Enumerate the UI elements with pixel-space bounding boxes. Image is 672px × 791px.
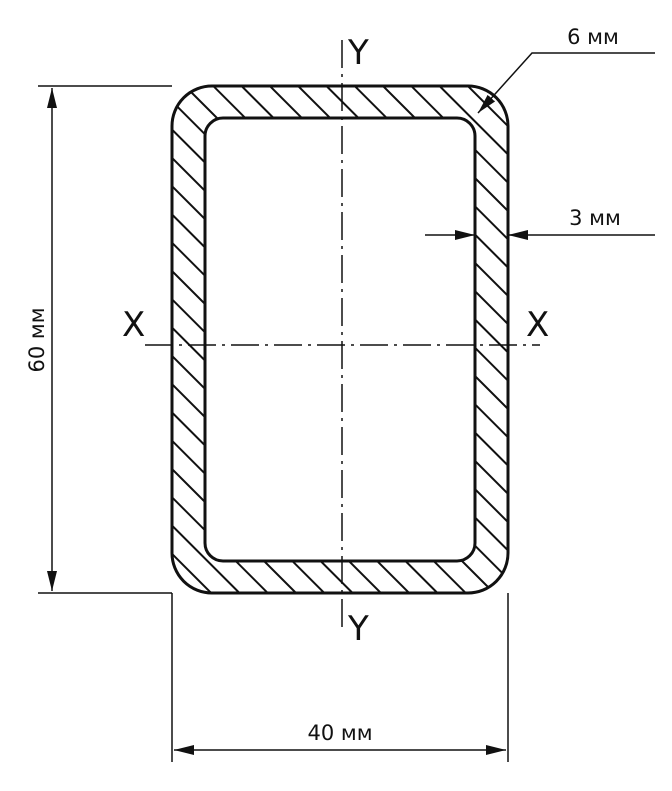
outer-contour	[170, 84, 510, 595]
axis-label-y-bottom: Y	[347, 609, 369, 649]
axis-label-x-left: X	[122, 305, 145, 345]
width-dimension	[171, 593, 509, 762]
axis-label-y-top: Y	[347, 33, 369, 73]
wall-thickness-label: 3 мм	[569, 206, 621, 230]
axis-label-x-right: X	[526, 305, 549, 345]
radius-leader	[477, 52, 655, 114]
width-label: 40 мм	[307, 721, 372, 745]
inner-contour	[203, 116, 477, 563]
height-label: 60 мм	[25, 307, 49, 372]
height-dimension	[38, 85, 172, 594]
radius-label: 6 мм	[567, 25, 619, 49]
